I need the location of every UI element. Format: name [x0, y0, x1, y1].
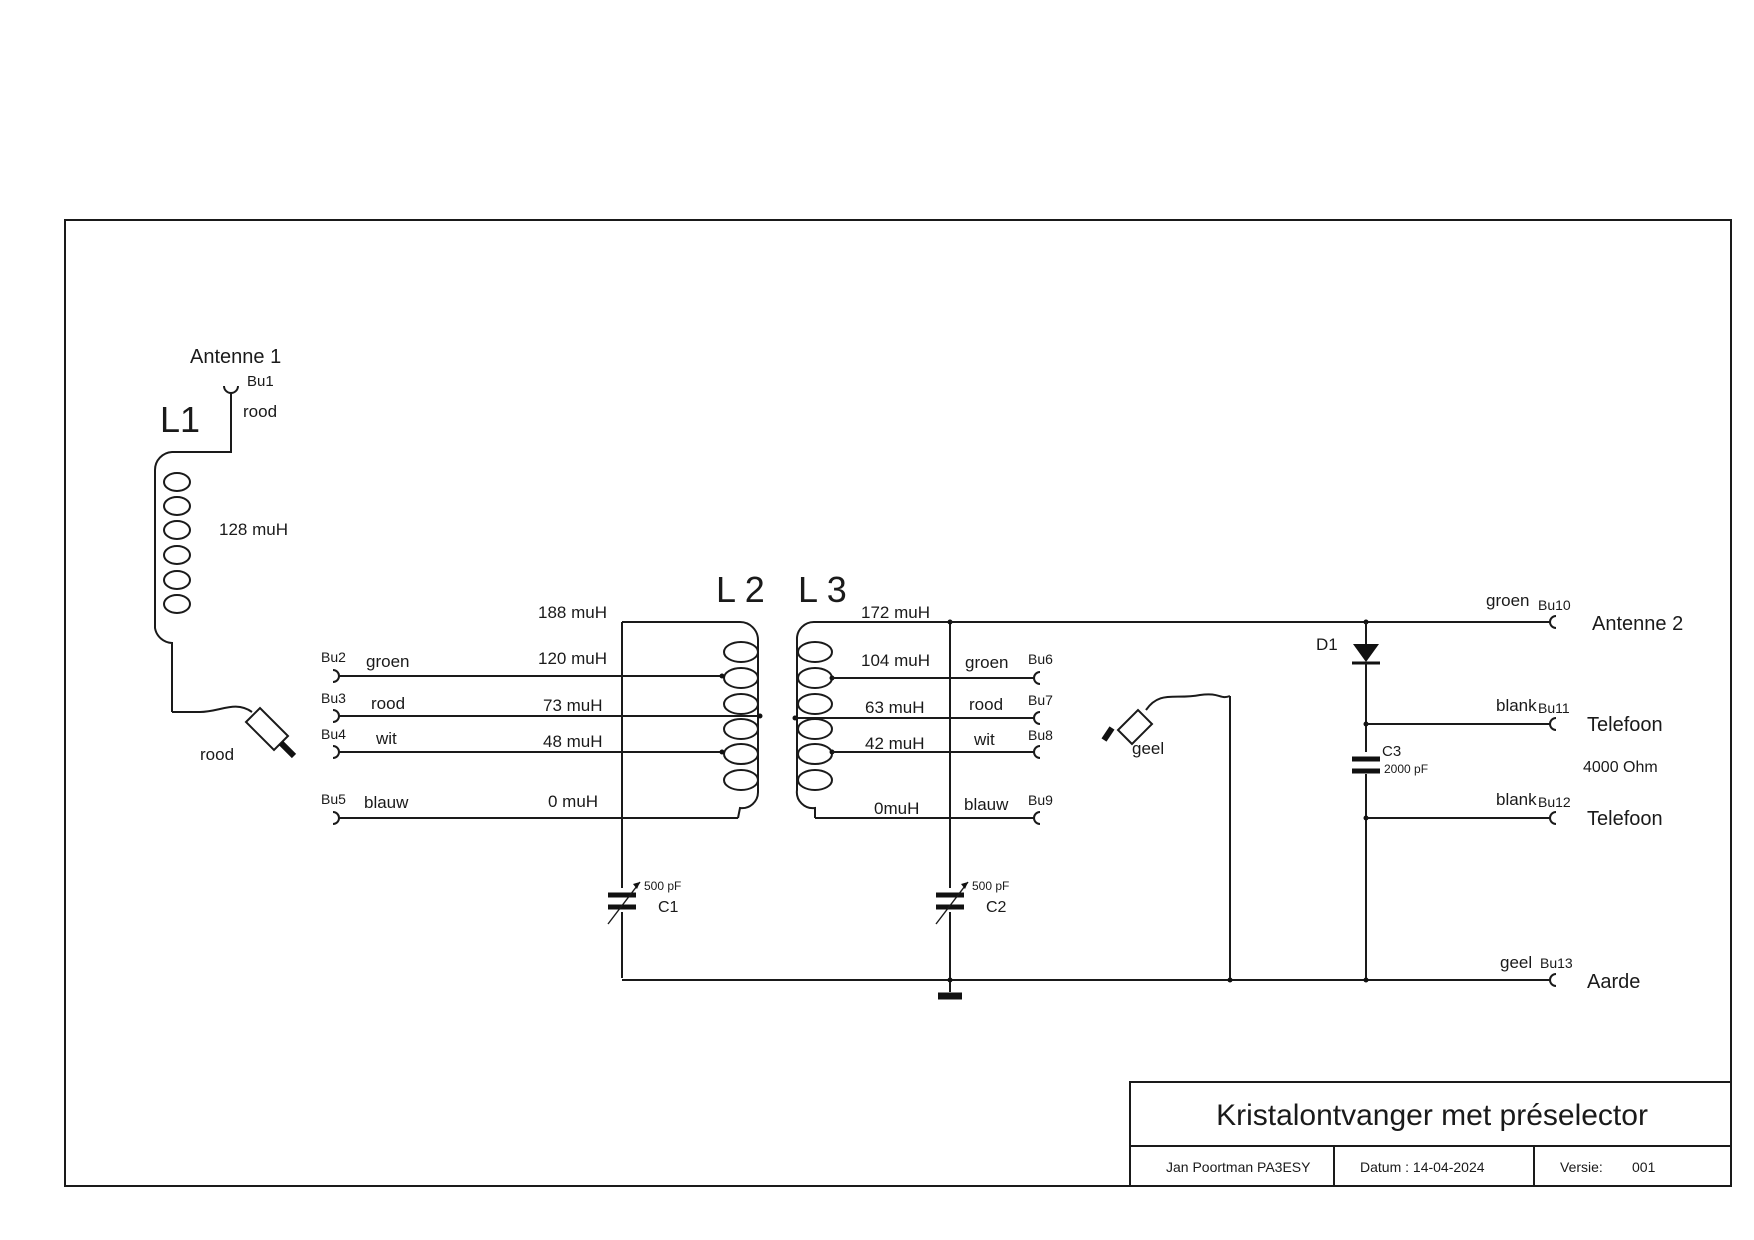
c1-variable-capacitor-icon	[607, 881, 641, 925]
bu6-socket-icon	[1033, 671, 1041, 685]
bu2-label: Bu2	[321, 649, 346, 665]
antenne2-label: Antenne 2	[1592, 613, 1683, 635]
c1-name: C1	[658, 899, 679, 916]
l1-plug-cable	[172, 705, 253, 713]
bu12-label: Bu12	[1538, 794, 1571, 810]
version-label: Versie:	[1560, 1159, 1603, 1175]
bu4-wire-color: wit	[375, 729, 397, 748]
bu10-wire-color: groen	[1486, 591, 1529, 610]
bu2-wire-color: groen	[366, 652, 409, 671]
ground-junction-c3	[1363, 977, 1369, 983]
bu9-socket-icon	[1033, 811, 1041, 825]
date: Datum : 14-04-2024	[1360, 1159, 1485, 1175]
version-number: 001	[1632, 1159, 1656, 1175]
bu8-label: Bu8	[1028, 727, 1053, 743]
l1-inductance: 128 muH	[219, 520, 288, 539]
bu11-socket-icon	[1549, 717, 1557, 731]
bu12-socket-icon	[1549, 811, 1557, 825]
title-block	[1129, 1081, 1732, 1187]
bu7-label: Bu7	[1028, 692, 1053, 708]
bu1-label: Bu1	[247, 373, 274, 390]
l2-tap-0: 0 muH	[548, 792, 598, 811]
l2-tap-48: 48 muH	[543, 732, 603, 751]
bu1-wire-color: rood	[243, 402, 277, 421]
bu10-socket-icon	[1549, 615, 1557, 629]
bu9-label: Bu9	[1028, 792, 1053, 808]
bu13-socket-icon	[1549, 973, 1557, 987]
geel-plug-cable	[1145, 693, 1231, 711]
l3-name: L 3	[798, 569, 847, 610]
l3-tap-104: 104 muH	[861, 651, 930, 670]
l3-tap-172: 172 muH	[861, 603, 930, 622]
l3-tap-63: 63 muH	[865, 698, 925, 717]
l2-tap-188: 188 muH	[538, 603, 607, 622]
bu3-socket-icon	[332, 709, 340, 723]
bu4-label: Bu4	[321, 726, 346, 742]
bu1-socket-icon	[223, 385, 239, 394]
ground-junction-geel	[1227, 977, 1233, 983]
antenne1-label: Antenne 1	[190, 346, 281, 368]
telefoon-impedance: 4000 Ohm	[1583, 759, 1658, 776]
bu4-socket-icon	[332, 745, 340, 759]
bu8-socket-icon	[1033, 745, 1041, 759]
author: Jan Poortman PA3ESY	[1166, 1159, 1311, 1175]
bu10-label: Bu10	[1538, 597, 1571, 613]
bu5-wire-color: blauw	[364, 793, 409, 812]
c3-name: C3	[1382, 743, 1401, 760]
bu3-wire-color: rood	[371, 694, 405, 713]
geel-plug-wire-color: geel	[1132, 739, 1164, 758]
bu11-label: Bu11	[1538, 700, 1570, 716]
telefoon1-label: Telefoon	[1587, 714, 1663, 736]
l1-plug-wire-color: rood	[200, 745, 234, 764]
l1-top-wire	[153, 393, 232, 471]
bu11-wire-color: blank	[1496, 696, 1537, 715]
bu6-wire-color: groen	[965, 653, 1008, 672]
c3-capacitor-icon	[1352, 756, 1380, 774]
l2-coil	[622, 621, 763, 819]
bu7-socket-icon	[1033, 711, 1041, 725]
bu7-wire-color: rood	[969, 695, 1003, 714]
c2-variable-capacitor-icon	[935, 881, 969, 925]
c3-value: 2000 pF	[1384, 762, 1428, 776]
bu2-socket-icon	[332, 669, 340, 683]
d1-name: D1	[1316, 635, 1338, 654]
bu12-wire-color: blank	[1496, 790, 1537, 809]
c1-value: 500 pF	[644, 879, 681, 893]
l3-tap-0: 0muH	[874, 799, 919, 818]
d1-diode-icon	[1352, 644, 1380, 665]
bu3-label: Bu3	[321, 690, 346, 706]
l3-tap-42: 42 muH	[865, 734, 925, 753]
l2-tap-120: 120 muH	[538, 649, 607, 668]
bu5-label: Bu5	[321, 791, 346, 807]
c2-value: 500 pF	[972, 879, 1009, 893]
l2-tap-73: 73 muH	[543, 696, 603, 715]
aarde-label: Aarde	[1587, 971, 1640, 993]
l1-name: L1	[160, 399, 200, 440]
geel-plug-icon	[1101, 708, 1154, 746]
ground-junction-c2	[947, 977, 953, 983]
bu6-label: Bu6	[1028, 651, 1053, 667]
bu13-wire-color: geel	[1500, 953, 1532, 972]
bu5-socket-icon	[332, 811, 340, 825]
l3-coil	[792, 620, 950, 818]
l1-plug-icon	[244, 706, 297, 759]
c2-name: C2	[986, 899, 1007, 916]
l1-coil	[154, 470, 191, 712]
l2-name: L 2	[716, 569, 765, 610]
drawing-title: Kristalontvanger met préselector	[1216, 1099, 1648, 1132]
drawing-frame	[64, 219, 1732, 1187]
right-l3-sockets	[1033, 671, 1041, 825]
telefoon2-label: Telefoon	[1587, 808, 1663, 830]
bu9-wire-color: blauw	[964, 795, 1009, 814]
bu13-label: Bu13	[1540, 955, 1573, 971]
bu8-wire-color: wit	[973, 730, 995, 749]
